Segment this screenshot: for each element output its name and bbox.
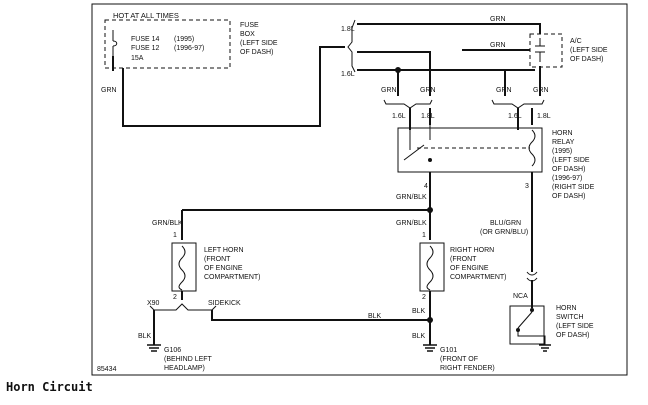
engine-splice-2: 1.6L 1.8L 1.6L 1.8L (383, 99, 551, 130)
wire-grn-blk: GRN/BLK GRN/BLK GRN/BLK (152, 182, 433, 240)
relay-label-8: OF DASH) (552, 193, 585, 200)
switch-label-4: OF DASH) (556, 332, 589, 339)
right-horn-label-1: RIGHT HORN (450, 247, 494, 254)
left-horn-ground-wiring: X90 SIDEKICK BLK BLK BLK BLK (138, 300, 433, 345)
fuse14-label: FUSE 14 (131, 36, 160, 43)
ground-g101: G101 (FRONT OF RIGHT FENDER) (423, 344, 495, 372)
fuse12-year: (1996-97) (174, 45, 204, 52)
fuse-box-name-1: FUSE (240, 22, 259, 29)
horn-switch: NCA HORN SWITCH (LEFT SIDE OF DASH) (509, 293, 594, 352)
wire-blk-left: BLK (138, 333, 152, 340)
relay-label-6: (1996-97) (552, 175, 582, 182)
figure-caption: Horn Circuit (6, 380, 93, 394)
g101-loc-2: RIGHT FENDER) (440, 365, 495, 372)
left-horn-pin-2: 2 (173, 294, 177, 301)
fuse-box: HOT AT ALL TIMES FUSE 14 (1995) FUSE 12 … (104, 11, 278, 69)
switch-label-1: HORN (556, 305, 577, 312)
figure-id: 85434 (97, 366, 117, 373)
left-horn-label-4: COMPARTMENT) (204, 274, 261, 281)
engine-18-b: 1.8L (537, 113, 551, 120)
wire-blu-grn-label: BLU/GRN (490, 220, 521, 227)
wire-grn-blk-label-b: GRN/BLK (396, 220, 427, 227)
diagram-frame (91, 3, 628, 376)
wire-grn-top: GRN (490, 16, 506, 23)
left-horn: 1 2 LEFT HORN (FRONT OF ENGINE COMPARTME… (171, 232, 261, 301)
wire-blu-grn: BLU/GRN (OR GRN/BLU) (480, 182, 538, 308)
left-horn-label-1: LEFT HORN (204, 247, 244, 254)
wire-grn-b: GRN (420, 87, 436, 94)
relay-pin-4: 4 (424, 183, 428, 190)
sidekick-label: SIDEKICK (208, 300, 241, 307)
fuse12-label: FUSE 12 (131, 45, 160, 52)
engine-16-a: 1.6L (392, 113, 406, 120)
engine-18-a: 1.8L (421, 113, 435, 120)
wire-grn-d: GRN (533, 87, 549, 94)
wire-grn-a: GRN (381, 87, 397, 94)
wire-grn-blk-label-c: GRN/BLK (152, 220, 183, 227)
g106-label: G106 (164, 347, 181, 354)
wire-grn-feed: GRN (101, 46, 345, 127)
g106-loc-1: (BEHIND LEFT (164, 356, 213, 363)
g106-loc-2: HEADLAMP) (164, 365, 205, 372)
fuse-box-name-2: BOX (240, 31, 255, 38)
g101-label: G101 (440, 347, 457, 354)
relay-label-5: OF DASH) (552, 166, 585, 173)
right-horn-pin-2: 2 (422, 294, 426, 301)
wire-blk-right-b: BLK (412, 333, 426, 340)
right-horn-label-2: (FRONT (450, 256, 477, 263)
fuse-box-name-4: OF DASH) (240, 49, 273, 56)
right-horn-pin-1: 1 (422, 232, 426, 239)
left-horn-pin-1: 1 (173, 232, 177, 239)
fuse14-year: (1995) (174, 36, 194, 43)
wire-grn-blu-label: (OR GRN/BLU) (480, 229, 528, 236)
left-horn-label-3: OF ENGINE (204, 265, 243, 272)
wire-grn-blk-label-a: GRN/BLK (396, 194, 427, 201)
relay-pin-3: 3 (525, 183, 529, 190)
wire-blk-mid: BLK (368, 313, 382, 320)
right-horn-label-3: OF ENGINE (450, 265, 489, 272)
right-horn: 1 2 RIGHT HORN (FRONT OF ENGINE COMPARTM… (419, 232, 507, 345)
right-horn-label-4: COMPARTMENT) (450, 274, 507, 281)
g101-loc-1: (FRONT OF (440, 356, 478, 363)
left-horn-label-2: (FRONT (204, 256, 231, 263)
wire-blk-right-a: BLK (412, 308, 426, 315)
nca-label: NCA (513, 293, 528, 300)
fuse-box-name-3: (LEFT SIDE (240, 40, 278, 47)
ac-label-2: (LEFT SIDE (570, 47, 608, 54)
relay-label-1: HORN (552, 130, 573, 137)
wire-grn-ac: GRN (490, 42, 506, 49)
relay-label-3: (1995) (552, 148, 572, 155)
ac-label-3: OF DASH) (570, 56, 603, 63)
engine-18-label: 1.8L (341, 26, 355, 33)
switch-label-2: SWITCH (556, 314, 584, 321)
x90-label: X90 (147, 300, 160, 307)
wire-grn-c: GRN (496, 87, 512, 94)
engine-splice: 1.8L 1.6L GRN GRN GRN GRN GRN GRN (341, 16, 549, 96)
engine-16-b: 1.6L (508, 113, 522, 120)
wire-grn-label: GRN (101, 87, 117, 94)
switch-label-3: (LEFT SIDE (556, 323, 594, 330)
horn-relay: HORN RELAY (1995) (LEFT SIDE OF DASH) (1… (397, 125, 595, 200)
ground-g106: G106 (BEHIND LEFT HEADLAMP) (147, 344, 213, 372)
hot-at-all-times-label: HOT AT ALL TIMES (113, 11, 179, 20)
ac-label-1: A/C (570, 38, 582, 45)
relay-label-2: RELAY (552, 139, 575, 146)
ac-box: A/C (LEFT SIDE OF DASH) (529, 33, 608, 68)
engine-16-label: 1.6L (341, 71, 355, 78)
fuse-amps: 15A (131, 55, 144, 62)
relay-label-7: (RIGHT SIDE (552, 184, 595, 191)
relay-label-4: (LEFT SIDE (552, 157, 590, 164)
